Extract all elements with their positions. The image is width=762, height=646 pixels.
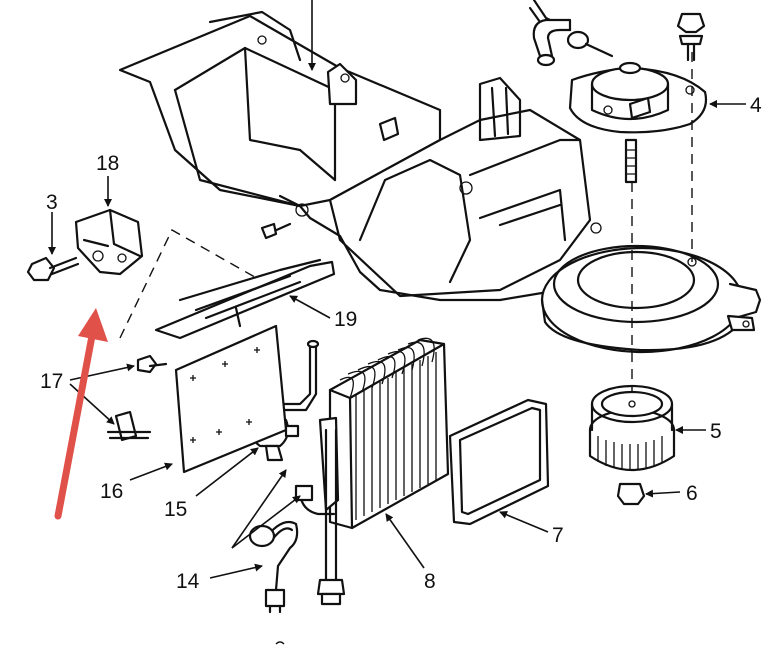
callout-4: 4 xyxy=(750,94,762,117)
door-seal xyxy=(154,258,336,340)
red-annotation-arrow xyxy=(54,308,108,520)
clip-17 xyxy=(106,410,152,442)
callout-14: 14 xyxy=(176,570,200,593)
callout-leaders xyxy=(48,100,746,579)
blower-wheel xyxy=(588,384,676,472)
bolt-top-right xyxy=(676,12,706,62)
screw-17 xyxy=(136,354,168,374)
bottom-partial-mark xyxy=(275,641,285,645)
hose-top xyxy=(528,0,614,67)
bracket-18 xyxy=(74,208,144,276)
callout-18: 18 xyxy=(96,152,119,175)
callout-7: 7 xyxy=(552,524,564,547)
callout-6: 6 xyxy=(686,482,698,505)
liquid-line xyxy=(248,520,299,614)
access-panel xyxy=(174,324,288,474)
callout-16: 16 xyxy=(100,480,123,503)
callout-19: 19 xyxy=(334,308,357,331)
filter-frame xyxy=(448,398,550,526)
blower-motor xyxy=(568,61,708,184)
callout-15: 15 xyxy=(164,498,187,521)
callout-17: 17 xyxy=(40,370,63,393)
callout-8: 8 xyxy=(424,570,436,593)
bolt-3 xyxy=(26,256,80,282)
callout-5: 5 xyxy=(710,420,722,443)
evaporator-case xyxy=(118,10,762,354)
callout-3: 3 xyxy=(46,191,58,214)
blower-nut xyxy=(616,482,646,506)
evaporator-core xyxy=(294,337,450,606)
